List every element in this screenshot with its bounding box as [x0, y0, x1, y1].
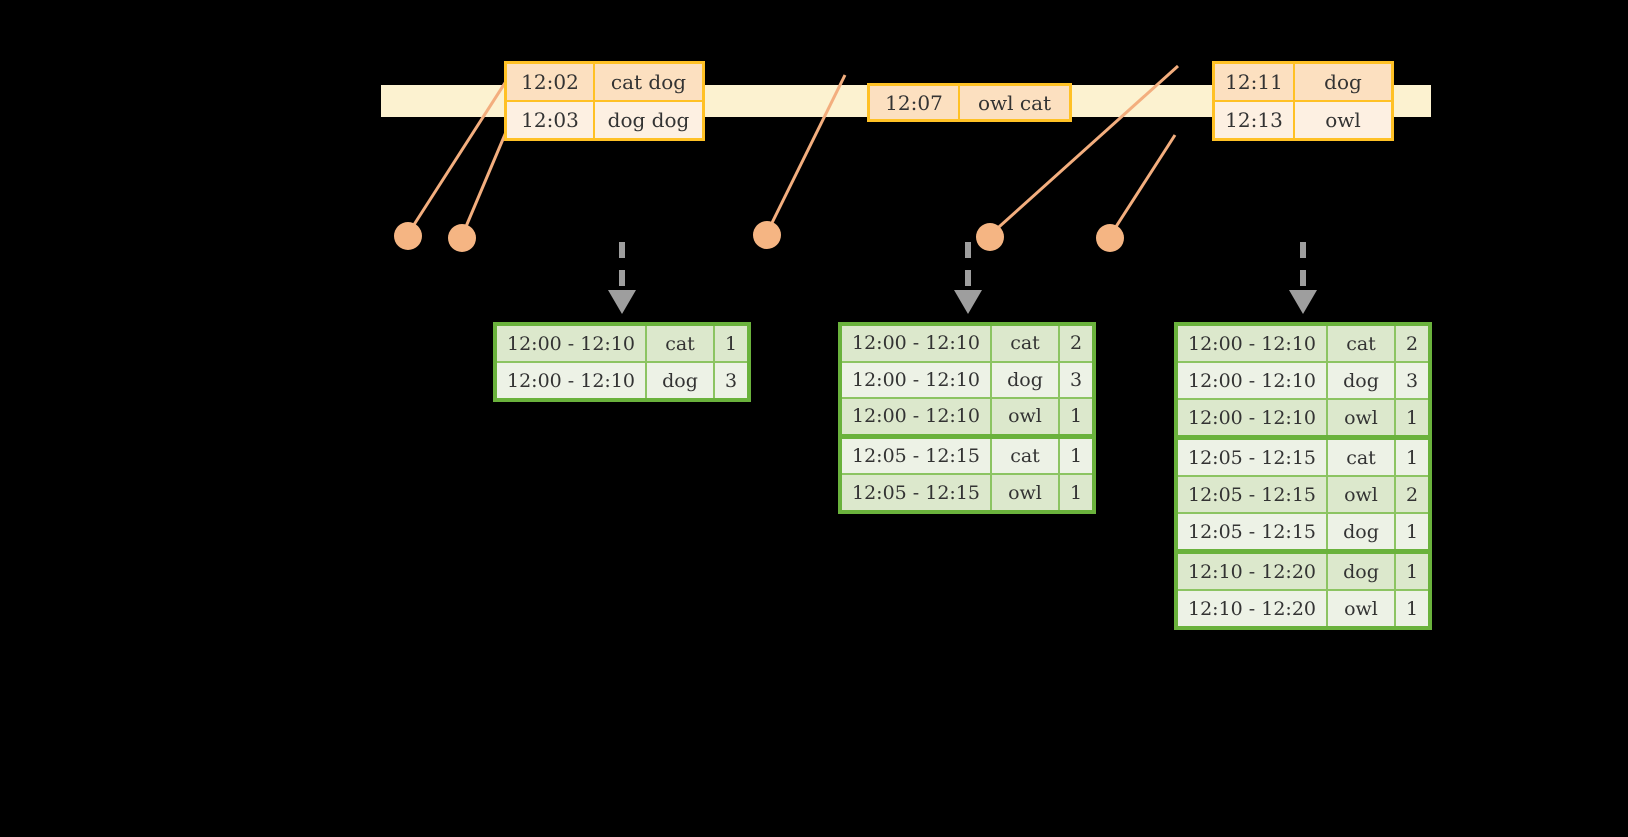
window-cell: 12:00 - 12:10 [842, 326, 992, 361]
window-cell: 12:00 - 12:10 [842, 399, 992, 434]
event-box-1: 12:02 cat dog 12:03 dog dog [504, 61, 705, 141]
event-time: 12:02 [507, 64, 595, 100]
key-cell: cat [992, 438, 1060, 474]
event-time: 12:13 [1215, 102, 1295, 138]
event-time: 12:03 [507, 102, 595, 138]
key-cell: dog [647, 363, 715, 398]
key-cell: cat [647, 326, 715, 361]
window-cell: 12:05 - 12:15 [842, 475, 992, 510]
key-cell: cat [992, 326, 1060, 361]
count-cell: 1 [1069, 481, 1083, 504]
window-cell: 12:00 - 12:10 [1178, 326, 1328, 361]
event-row: 12:03 dog dog [507, 100, 702, 138]
event-dot-2 [448, 224, 476, 252]
window-cell: 12:00 - 12:10 [497, 326, 647, 361]
count-cell: 1 [1405, 406, 1419, 429]
key-cell: owl [1328, 400, 1396, 435]
result-table-1: 12:00 - 12:10 cat 1 12:00 - 12:10 dog 3 [493, 322, 751, 402]
table-row: 12:00 - 12:10 cat 2 [842, 326, 1092, 361]
table-row: 12:05 - 12:15 cat 1 [842, 433, 1092, 474]
table-row: 12:00 - 12:10 dog 3 [1178, 361, 1428, 398]
event-dot-1 [394, 222, 422, 250]
count-cell: 3 [1405, 369, 1419, 392]
window-cell: 12:05 - 12:15 [1178, 477, 1328, 512]
event-time: 12:07 [870, 86, 960, 119]
count-cell: 1 [1405, 560, 1419, 583]
table-row: 12:00 - 12:10 cat 2 [1178, 326, 1428, 361]
window-cell: 12:00 - 12:10 [1178, 400, 1328, 435]
result-table-2: 12:00 - 12:10 cat 2 12:00 - 12:10 dog 3 … [838, 322, 1096, 514]
event-time: 12:11 [1215, 64, 1295, 100]
window-cell: 12:10 - 12:20 [1178, 554, 1328, 589]
event-box-3: 12:11 dog 12:13 owl [1212, 61, 1394, 141]
event-row: 12:02 cat dog [507, 64, 702, 100]
event-row: 12:11 dog [1215, 64, 1391, 100]
count-cell: 1 [1069, 405, 1083, 428]
event-row: 12:07 owl cat [870, 86, 1069, 119]
key-cell: dog [1328, 554, 1396, 589]
window-cell: 12:00 - 12:10 [497, 363, 647, 398]
count-cell: 1 [1405, 520, 1419, 543]
count-cell: 3 [1069, 368, 1083, 391]
key-cell: dog [1328, 363, 1396, 398]
count-cell: 2 [1405, 332, 1419, 355]
event-value: dog dog [607, 108, 690, 132]
count-cell: 1 [724, 332, 738, 355]
event-dot-3 [753, 221, 781, 249]
key-cell: owl [992, 475, 1060, 510]
key-cell: cat [1328, 440, 1396, 475]
emit-arrow-1 [608, 242, 636, 314]
window-cell: 12:05 - 12:15 [1178, 514, 1328, 549]
table-row: 12:00 - 12:10 dog 3 [842, 360, 1092, 398]
result-table-3: 12:00 - 12:10 cat 2 12:00 - 12:10 dog 3 … [1174, 322, 1432, 630]
event-value: cat dog [610, 70, 687, 94]
emit-arrow-2 [954, 242, 982, 314]
count-cell: 2 [1069, 332, 1083, 355]
table-row: 12:05 - 12:15 dog 1 [1178, 512, 1428, 549]
key-cell: dog [992, 362, 1060, 398]
emit-arrow-3 [1289, 242, 1317, 314]
table-row: 12:05 - 12:15 owl 2 [1178, 475, 1428, 512]
count-cell: 2 [1405, 483, 1419, 506]
window-cell: 12:05 - 12:15 [842, 438, 992, 474]
count-cell: 1 [1405, 446, 1419, 469]
key-cell: owl [992, 399, 1060, 434]
window-cell: 12:10 - 12:20 [1178, 591, 1328, 626]
table-row: 12:05 - 12:15 cat 1 [1178, 435, 1428, 475]
key-cell: owl [1328, 477, 1396, 512]
event-dot-4 [976, 223, 1004, 251]
table-row: 12:00 - 12:10 cat 1 [497, 326, 747, 361]
key-cell: owl [1328, 591, 1396, 626]
window-cell: 12:00 - 12:10 [842, 362, 992, 398]
event-value: owl [1325, 108, 1361, 132]
event-box-2: 12:07 owl cat [867, 83, 1072, 122]
count-cell: 1 [1069, 445, 1083, 468]
event-row: 12:13 owl [1215, 100, 1391, 138]
key-cell: dog [1328, 514, 1396, 549]
window-cell: 12:00 - 12:10 [1178, 363, 1328, 398]
table-row: 12:10 - 12:20 dog 1 [1178, 549, 1428, 589]
table-row: 12:05 - 12:15 owl 1 [842, 473, 1092, 510]
window-cell: 12:05 - 12:15 [1178, 440, 1328, 475]
count-cell: 1 [1405, 597, 1419, 620]
table-row: 12:00 - 12:10 dog 3 [497, 361, 747, 398]
table-row: 12:00 - 12:10 owl 1 [1178, 398, 1428, 435]
event-value: dog [1324, 70, 1362, 94]
event-dot-5 [1096, 224, 1124, 252]
table-row: 12:10 - 12:20 owl 1 [1178, 589, 1428, 626]
event-value: owl cat [977, 90, 1052, 115]
count-cell: 3 [724, 369, 738, 392]
table-row: 12:00 - 12:10 owl 1 [842, 397, 1092, 434]
key-cell: cat [1328, 326, 1396, 361]
